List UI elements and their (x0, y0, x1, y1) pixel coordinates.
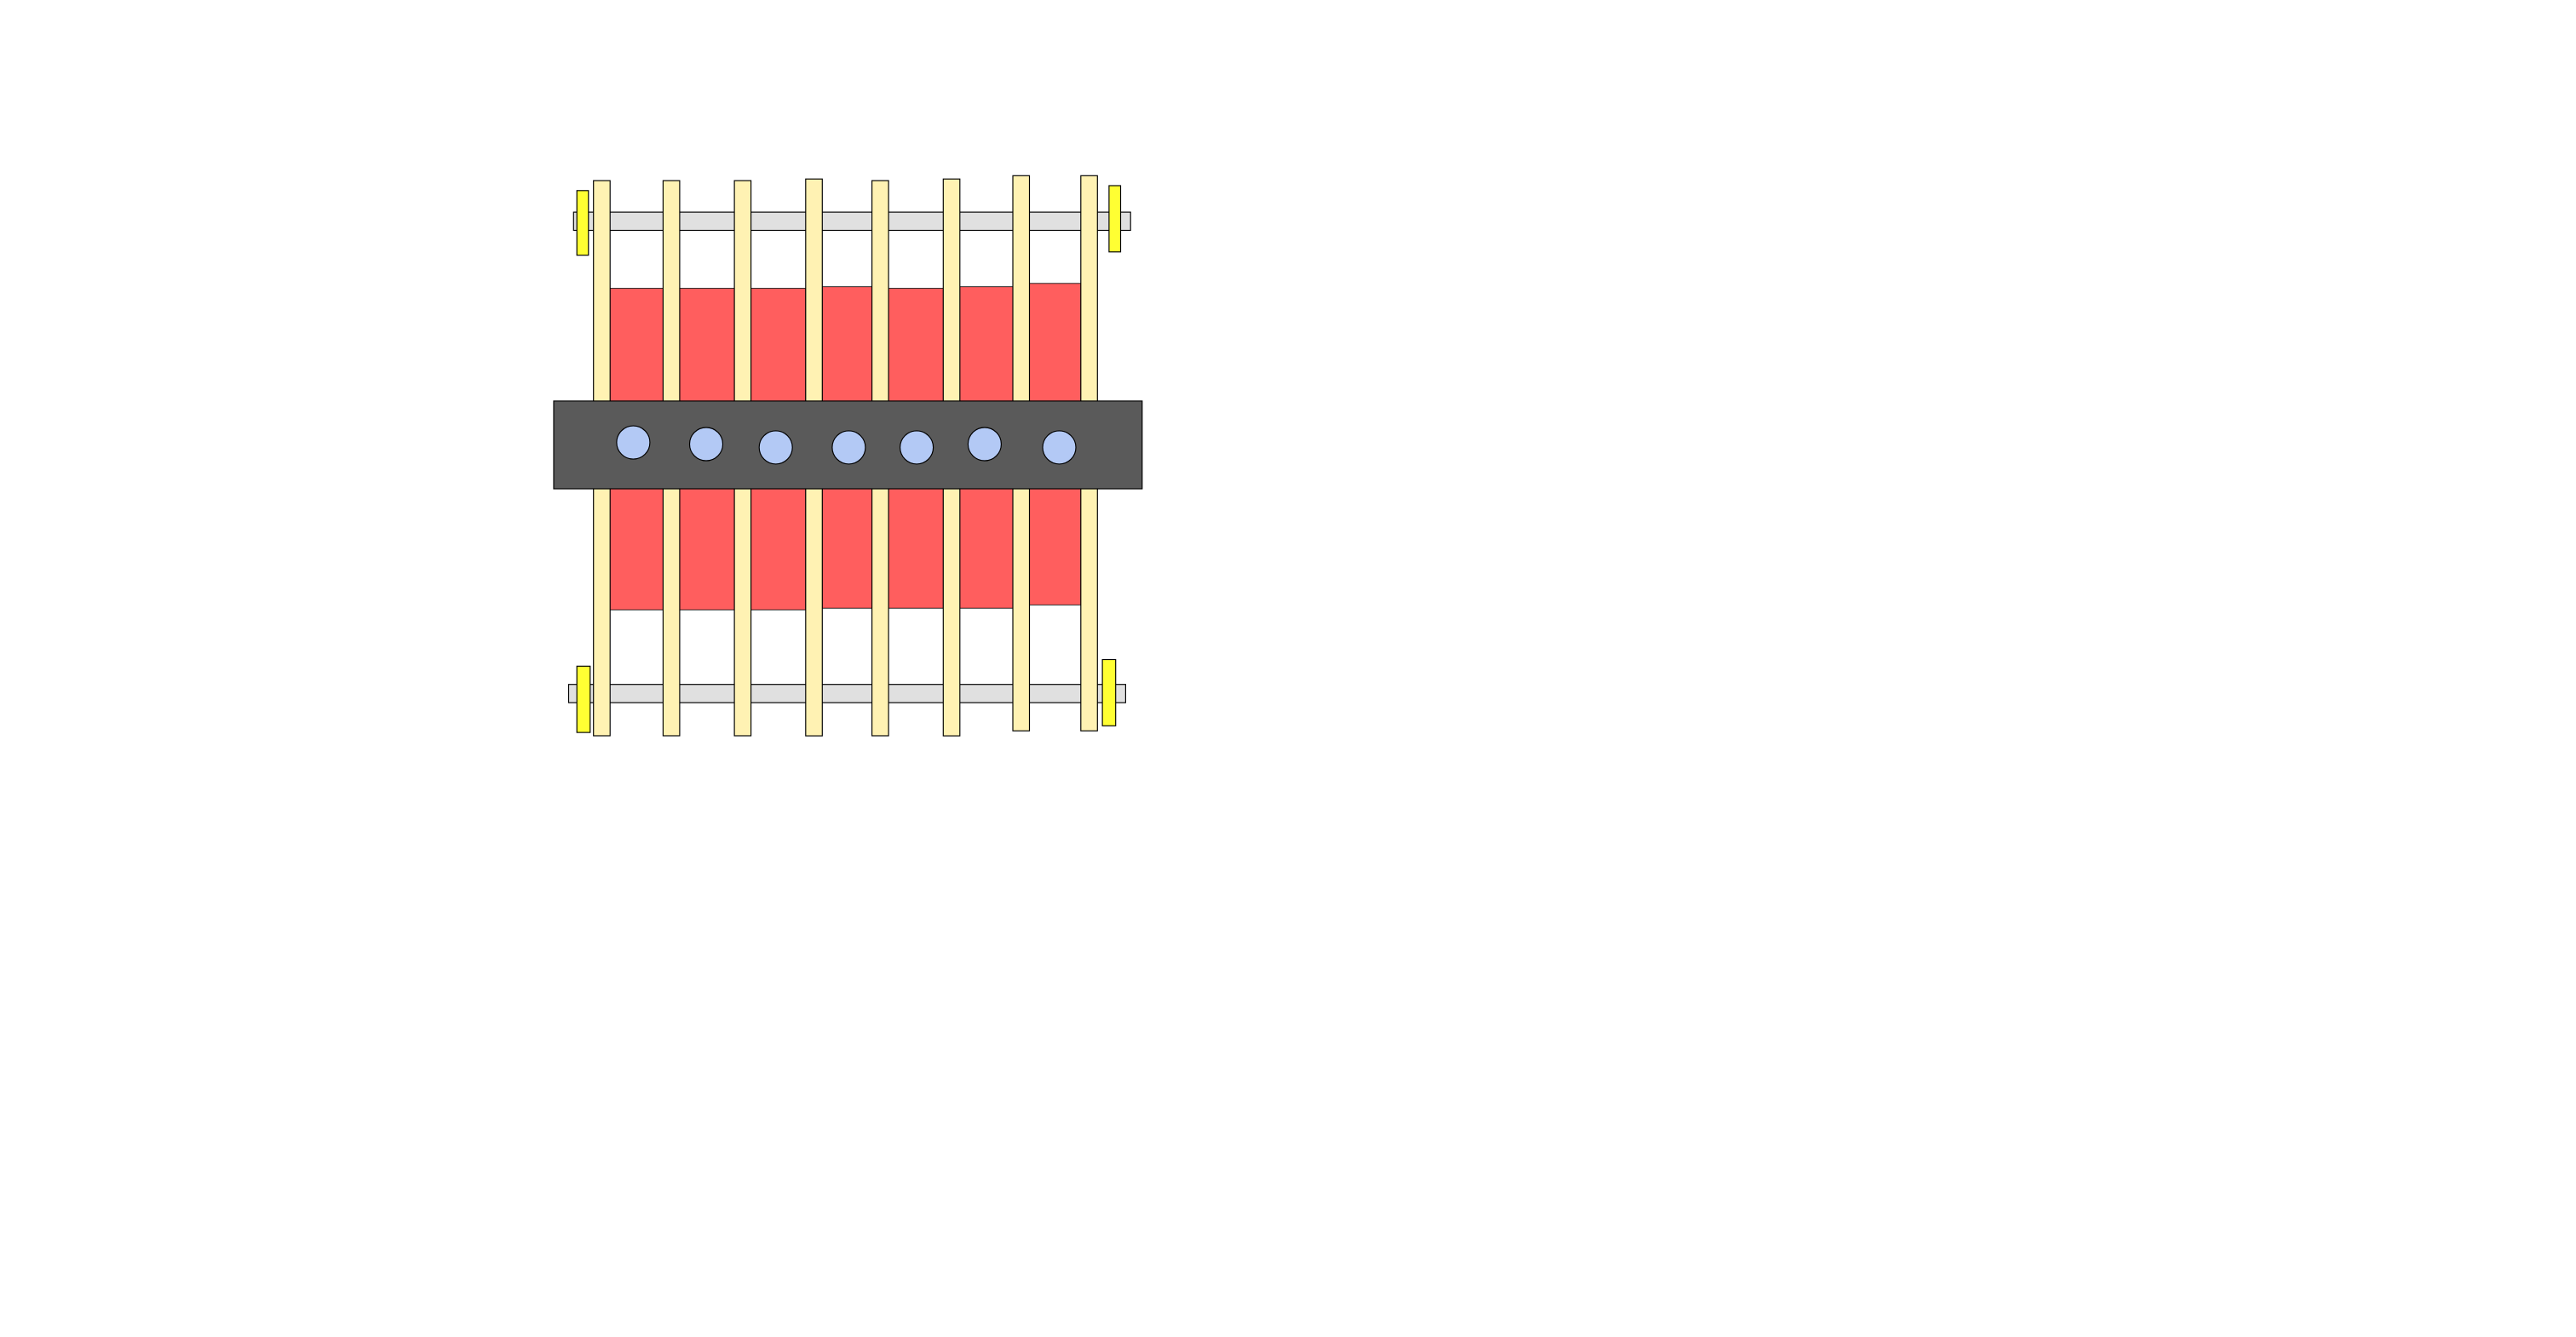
panel-bottom-6 (959, 485, 1014, 609)
panel-top-1 (609, 288, 664, 405)
panels-layer (609, 283, 1082, 611)
panel-bottom-4 (821, 485, 873, 609)
rod-top (572, 211, 1131, 232)
end-clamp-bottom-left (576, 665, 591, 733)
hole-5 (900, 430, 934, 465)
panel-bottom-7 (1029, 485, 1082, 605)
hole-1 (616, 425, 651, 460)
panel-top-5 (888, 288, 944, 405)
hole-4 (831, 430, 866, 465)
panel-bottom-5 (888, 485, 944, 609)
holes-layer (616, 425, 1077, 465)
clamps-layer (576, 185, 1122, 733)
hole-3 (758, 430, 793, 465)
hole-2 (688, 427, 724, 462)
hole-6 (967, 427, 1002, 462)
panel-top-6 (959, 286, 1014, 405)
end-clamp-bottom-right (1101, 658, 1117, 726)
panel-bottom-3 (750, 485, 807, 611)
panel-top-7 (1029, 283, 1082, 405)
end-clamp-top-right (1108, 185, 1122, 253)
hole-7 (1042, 430, 1077, 465)
panel-bottom-2 (679, 485, 735, 611)
end-clamp-top-left (576, 190, 589, 256)
panel-top-2 (679, 288, 735, 405)
panel-top-3 (750, 288, 807, 405)
rods-layer (567, 211, 1131, 703)
rod-bottom (567, 684, 1126, 703)
panel-top-4 (821, 286, 873, 405)
panel-bottom-1 (609, 485, 664, 611)
